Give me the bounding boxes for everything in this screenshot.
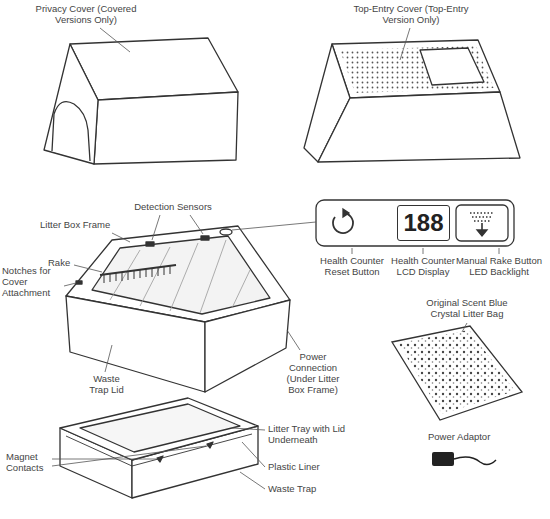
leader-lines bbox=[52, 28, 499, 489]
illustration-part bbox=[100, 28, 130, 52]
illustration-part bbox=[152, 215, 160, 240]
part-label: Magnet Contacts bbox=[6, 452, 52, 474]
illustration-part bbox=[190, 215, 203, 234]
illustration-part bbox=[157, 456, 163, 462]
counter-digits: 188 bbox=[403, 211, 443, 235]
illustration-part bbox=[52, 102, 90, 161]
part-label: Litter Box Frame bbox=[40, 220, 126, 231]
illustration-part bbox=[92, 236, 270, 314]
illustration-part bbox=[64, 283, 76, 286]
illustration-part bbox=[66, 434, 252, 466]
illustration-part bbox=[456, 205, 508, 241]
illustration-part bbox=[332, 40, 500, 98]
illustration-part bbox=[74, 265, 102, 272]
part-label: Waste Trap bbox=[268, 484, 348, 495]
illustration-part bbox=[454, 457, 496, 464]
control-label: Health Counter Reset Button bbox=[316, 256, 388, 278]
illustration-part bbox=[80, 404, 240, 452]
illustration-part bbox=[343, 209, 349, 217]
illustration-part bbox=[52, 446, 206, 466]
illustration-part bbox=[70, 38, 238, 100]
illustration-part bbox=[477, 230, 487, 236]
illustration-part bbox=[287, 330, 300, 350]
illustration-part bbox=[146, 242, 154, 246]
part-label: Notches for Cover Attachment bbox=[2, 266, 62, 299]
illustration-part bbox=[232, 428, 265, 430]
illustration-part bbox=[400, 28, 410, 60]
part-label: Litter Tray with Lid Underneath bbox=[268, 424, 346, 446]
illustration-part bbox=[352, 248, 353, 254]
illustration-part bbox=[110, 240, 250, 313]
illustration-part bbox=[392, 326, 522, 420]
part-label: Original Scent Blue Crystal Litter Bag bbox=[420, 298, 514, 320]
illustration-part bbox=[242, 442, 265, 467]
litter-box-frame bbox=[66, 226, 290, 392]
part-label: Power Connection (Under Litter Box Frame… bbox=[282, 352, 344, 396]
control-panel bbox=[316, 200, 514, 246]
illustration-part bbox=[318, 92, 520, 162]
covers bbox=[44, 38, 520, 164]
cover-label: Privacy Cover (Covered Versions Only) bbox=[30, 4, 142, 26]
illustration-part bbox=[398, 330, 515, 414]
illustration-part bbox=[232, 222, 316, 230]
illustration-part bbox=[100, 265, 176, 275]
illustration-part bbox=[60, 398, 258, 460]
illustration-part bbox=[105, 345, 112, 372]
illustration-part bbox=[340, 46, 494, 93]
control-label: Manual Rake Button LED Backlight bbox=[454, 256, 544, 278]
part-label: Power Adaptor bbox=[428, 432, 508, 443]
illustration-part bbox=[201, 236, 209, 240]
lcd-display: 188 bbox=[397, 205, 450, 241]
part-label: Waste Trap Lid bbox=[84, 374, 129, 396]
part-label: Rake bbox=[48, 258, 78, 269]
power-adaptor bbox=[432, 452, 496, 466]
illustration-part bbox=[44, 44, 98, 164]
litter-bag bbox=[392, 326, 522, 420]
illustration-part bbox=[220, 229, 232, 235]
illustration-part bbox=[423, 248, 424, 254]
illustration-part bbox=[499, 248, 500, 254]
illustration-part bbox=[462, 323, 467, 332]
illustration-part bbox=[104, 266, 170, 283]
illustration-part bbox=[205, 300, 290, 392]
illustration-part bbox=[470, 213, 494, 221]
illustration-part bbox=[112, 233, 130, 242]
cover-label: Top-Entry Cover (Top-Entry Version Only) bbox=[352, 4, 470, 26]
illustration-part bbox=[432, 452, 454, 466]
illustration-part bbox=[76, 281, 82, 284]
illustration-part bbox=[316, 200, 514, 246]
illustration-part bbox=[207, 442, 213, 448]
illustration-part bbox=[420, 48, 484, 85]
part-label: Plastic Liner bbox=[268, 462, 348, 473]
part-label: Detection Sensors bbox=[128, 202, 218, 213]
illustration-part bbox=[240, 472, 265, 489]
illustration-part bbox=[94, 92, 238, 164]
control-label: Health Counter LCD Display bbox=[390, 256, 456, 278]
waste-trap bbox=[60, 398, 258, 498]
